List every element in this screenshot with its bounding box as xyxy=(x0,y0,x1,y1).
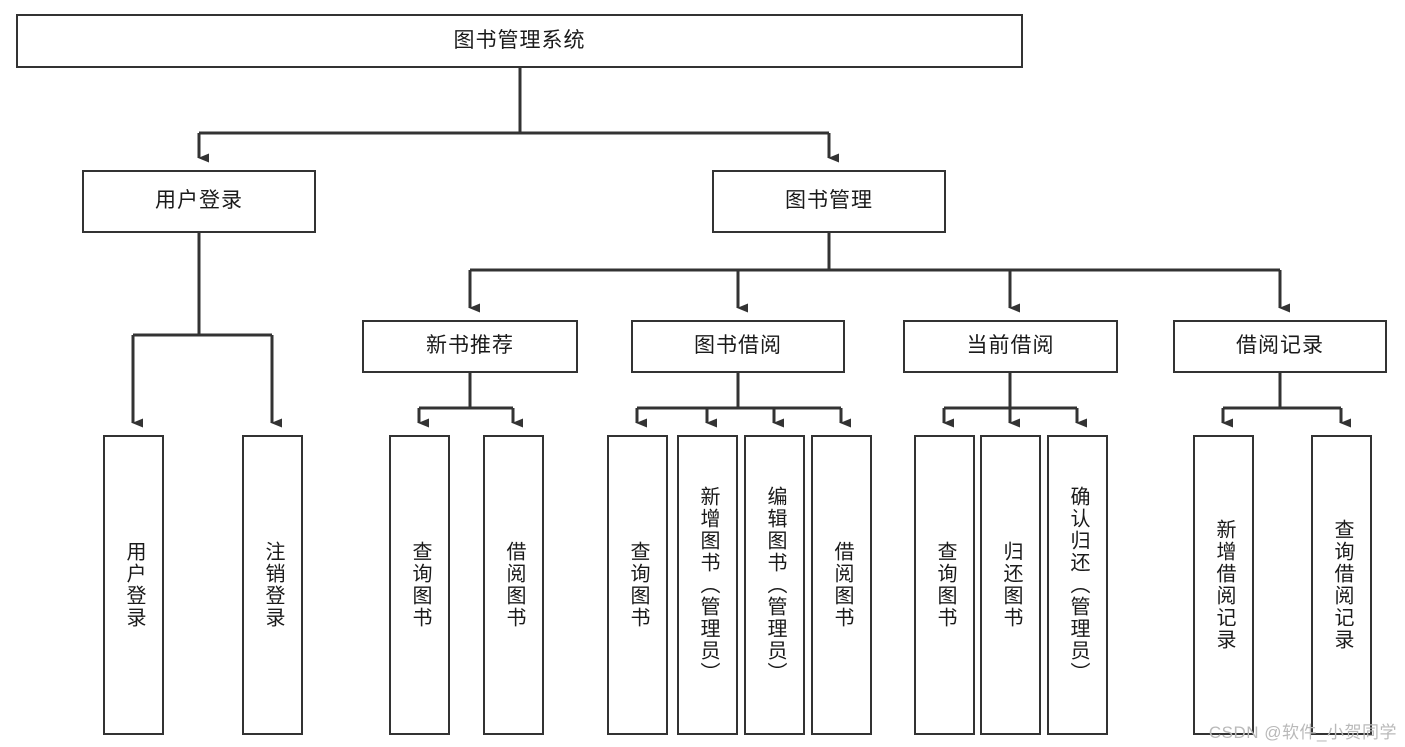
node-leaf-query-book-cur[interactable]: 查询图书 xyxy=(914,435,975,735)
node-leaf-borrow-book[interactable]: 借阅图书 xyxy=(811,435,872,735)
node-book-borrow-label: 图书借阅 xyxy=(694,334,782,358)
node-current-borrow[interactable]: 当前借阅 xyxy=(903,320,1118,373)
connector-group-root xyxy=(197,68,839,163)
node-user-login[interactable]: 用户登录 xyxy=(82,170,316,233)
node-leaf-borrow-book-label: 借阅图书 xyxy=(831,541,853,629)
node-borrow-record-label: 借阅记录 xyxy=(1236,334,1324,358)
connector-group-user-login xyxy=(131,233,282,428)
node-book-borrow[interactable]: 图书借阅 xyxy=(631,320,845,373)
node-new-book-recommend-label: 新书推荐 xyxy=(426,334,514,358)
node-leaf-return-book-label: 归还图书 xyxy=(1000,541,1022,629)
connector-group-new-book-recommend xyxy=(417,373,523,428)
node-leaf-add-record-label: 新增借阅记录 xyxy=(1213,519,1235,651)
node-leaf-borrow-book-rec[interactable]: 借阅图书 xyxy=(483,435,544,735)
node-leaf-query-book-borrow[interactable]: 查询图书 xyxy=(607,435,668,735)
node-leaf-confirm-return[interactable]: 确认归还（管理员） xyxy=(1047,435,1108,735)
node-leaf-add-book-label: 新增图书（管理员） xyxy=(697,486,719,684)
node-book-manage[interactable]: 图书管理 xyxy=(712,170,946,233)
node-root[interactable]: 图书管理系统 xyxy=(16,14,1023,68)
node-leaf-query-book-rec-label: 查询图书 xyxy=(409,541,431,629)
node-leaf-borrow-book-rec-label: 借阅图书 xyxy=(503,541,525,629)
node-root-label: 图书管理系统 xyxy=(453,28,586,52)
node-book-manage-label: 图书管理 xyxy=(785,189,873,213)
node-leaf-query-book-rec[interactable]: 查询图书 xyxy=(389,435,450,735)
node-leaf-add-book[interactable]: 新增图书（管理员） xyxy=(677,435,738,735)
connector-group-borrow-record xyxy=(1221,373,1351,428)
node-leaf-user-login-label: 用户登录 xyxy=(123,541,145,629)
node-new-book-recommend[interactable]: 新书推荐 xyxy=(362,320,578,373)
node-leaf-return-book[interactable]: 归还图书 xyxy=(980,435,1041,735)
connector-group-book-manage xyxy=(468,233,1290,313)
node-leaf-query-book-borrow-label: 查询图书 xyxy=(627,541,649,629)
node-leaf-confirm-return-label: 确认归还（管理员） xyxy=(1067,486,1089,684)
node-leaf-add-record[interactable]: 新增借阅记录 xyxy=(1193,435,1254,735)
node-leaf-user-logout-label: 注销登录 xyxy=(262,541,284,629)
connector-group-book-borrow xyxy=(635,373,851,428)
node-leaf-user-login[interactable]: 用户登录 xyxy=(103,435,164,735)
node-leaf-query-book-cur-label: 查询图书 xyxy=(934,541,956,629)
node-borrow-record[interactable]: 借阅记录 xyxy=(1173,320,1387,373)
node-leaf-edit-book[interactable]: 编辑图书（管理员） xyxy=(744,435,805,735)
node-current-borrow-label: 当前借阅 xyxy=(966,334,1055,358)
node-leaf-user-logout[interactable]: 注销登录 xyxy=(242,435,303,735)
node-leaf-query-record[interactable]: 查询借阅记录 xyxy=(1311,435,1372,735)
node-leaf-query-record-label: 查询借阅记录 xyxy=(1331,519,1353,651)
node-user-login-label: 用户登录 xyxy=(155,189,243,213)
connector-group-current-borrow xyxy=(942,373,1087,428)
node-leaf-edit-book-label: 编辑图书（管理员） xyxy=(764,486,786,684)
